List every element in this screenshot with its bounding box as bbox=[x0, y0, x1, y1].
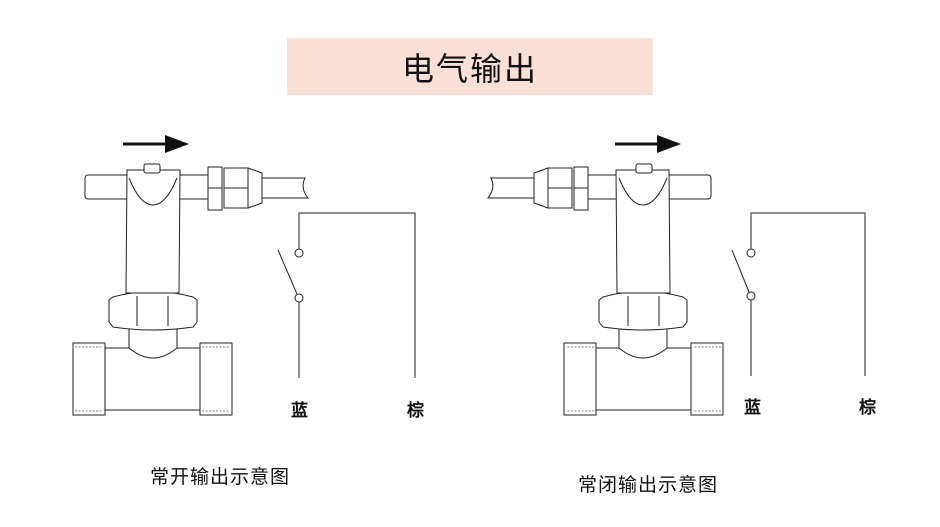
switch-wiring bbox=[277, 212, 416, 378]
switch-wiring bbox=[731, 212, 866, 376]
flow-switch-device bbox=[72, 163, 309, 416]
wire-label-blue: 蓝 bbox=[744, 398, 761, 418]
switch-contact-closed bbox=[731, 249, 750, 293]
normally-open-diagram bbox=[72, 135, 416, 416]
caption-normally-closed: 常闭输出示意图 bbox=[578, 474, 719, 496]
title-banner: 电气输出 bbox=[287, 38, 653, 95]
switch-contact-open bbox=[277, 249, 298, 295]
caption-normally-open: 常开输出示意图 bbox=[150, 466, 291, 488]
wire-label-brown: 棕 bbox=[407, 401, 424, 421]
wire-label-blue: 蓝 bbox=[291, 401, 308, 421]
page-title: 电气输出 bbox=[401, 49, 538, 88]
flow-switch-device bbox=[487, 163, 724, 416]
wire-label-brown: 棕 bbox=[859, 398, 876, 418]
normally-closed-diagram bbox=[487, 135, 866, 416]
